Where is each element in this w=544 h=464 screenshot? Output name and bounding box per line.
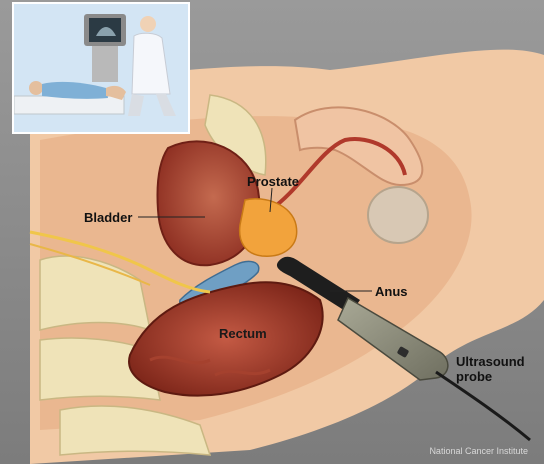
label-prostate: Prostate <box>247 174 300 189</box>
urethra <box>268 137 407 212</box>
exam-bed-icon <box>14 95 125 115</box>
testis <box>367 186 429 244</box>
ultrasound-monitor-icon <box>84 14 126 82</box>
label-rectum: Rectum <box>219 326 267 341</box>
prostate <box>238 198 298 257</box>
probe-button <box>397 346 409 358</box>
rectum-folds <box>149 355 271 377</box>
probe-cable <box>435 370 531 442</box>
leader-prostate <box>269 187 273 213</box>
label-anus: Anus <box>375 284 408 299</box>
credit-text: National Cancer Institute <box>429 446 528 456</box>
penis <box>293 106 424 187</box>
label-probe-line2: probe <box>456 369 493 384</box>
probe-handle <box>337 296 449 381</box>
doctor-icon <box>128 16 176 116</box>
label-ultrasound-probe: Ultrasound probe <box>456 354 525 384</box>
probe-tip <box>276 256 360 314</box>
inset-procedure-scene <box>12 2 190 134</box>
nerve-bundle <box>29 230 211 294</box>
bladder <box>156 140 261 267</box>
ultrasound-probe-graphic <box>276 256 531 442</box>
patient-icon <box>29 81 126 100</box>
label-bladder: Bladder <box>84 210 133 225</box>
label-probe-line1: Ultrasound <box>456 354 525 369</box>
